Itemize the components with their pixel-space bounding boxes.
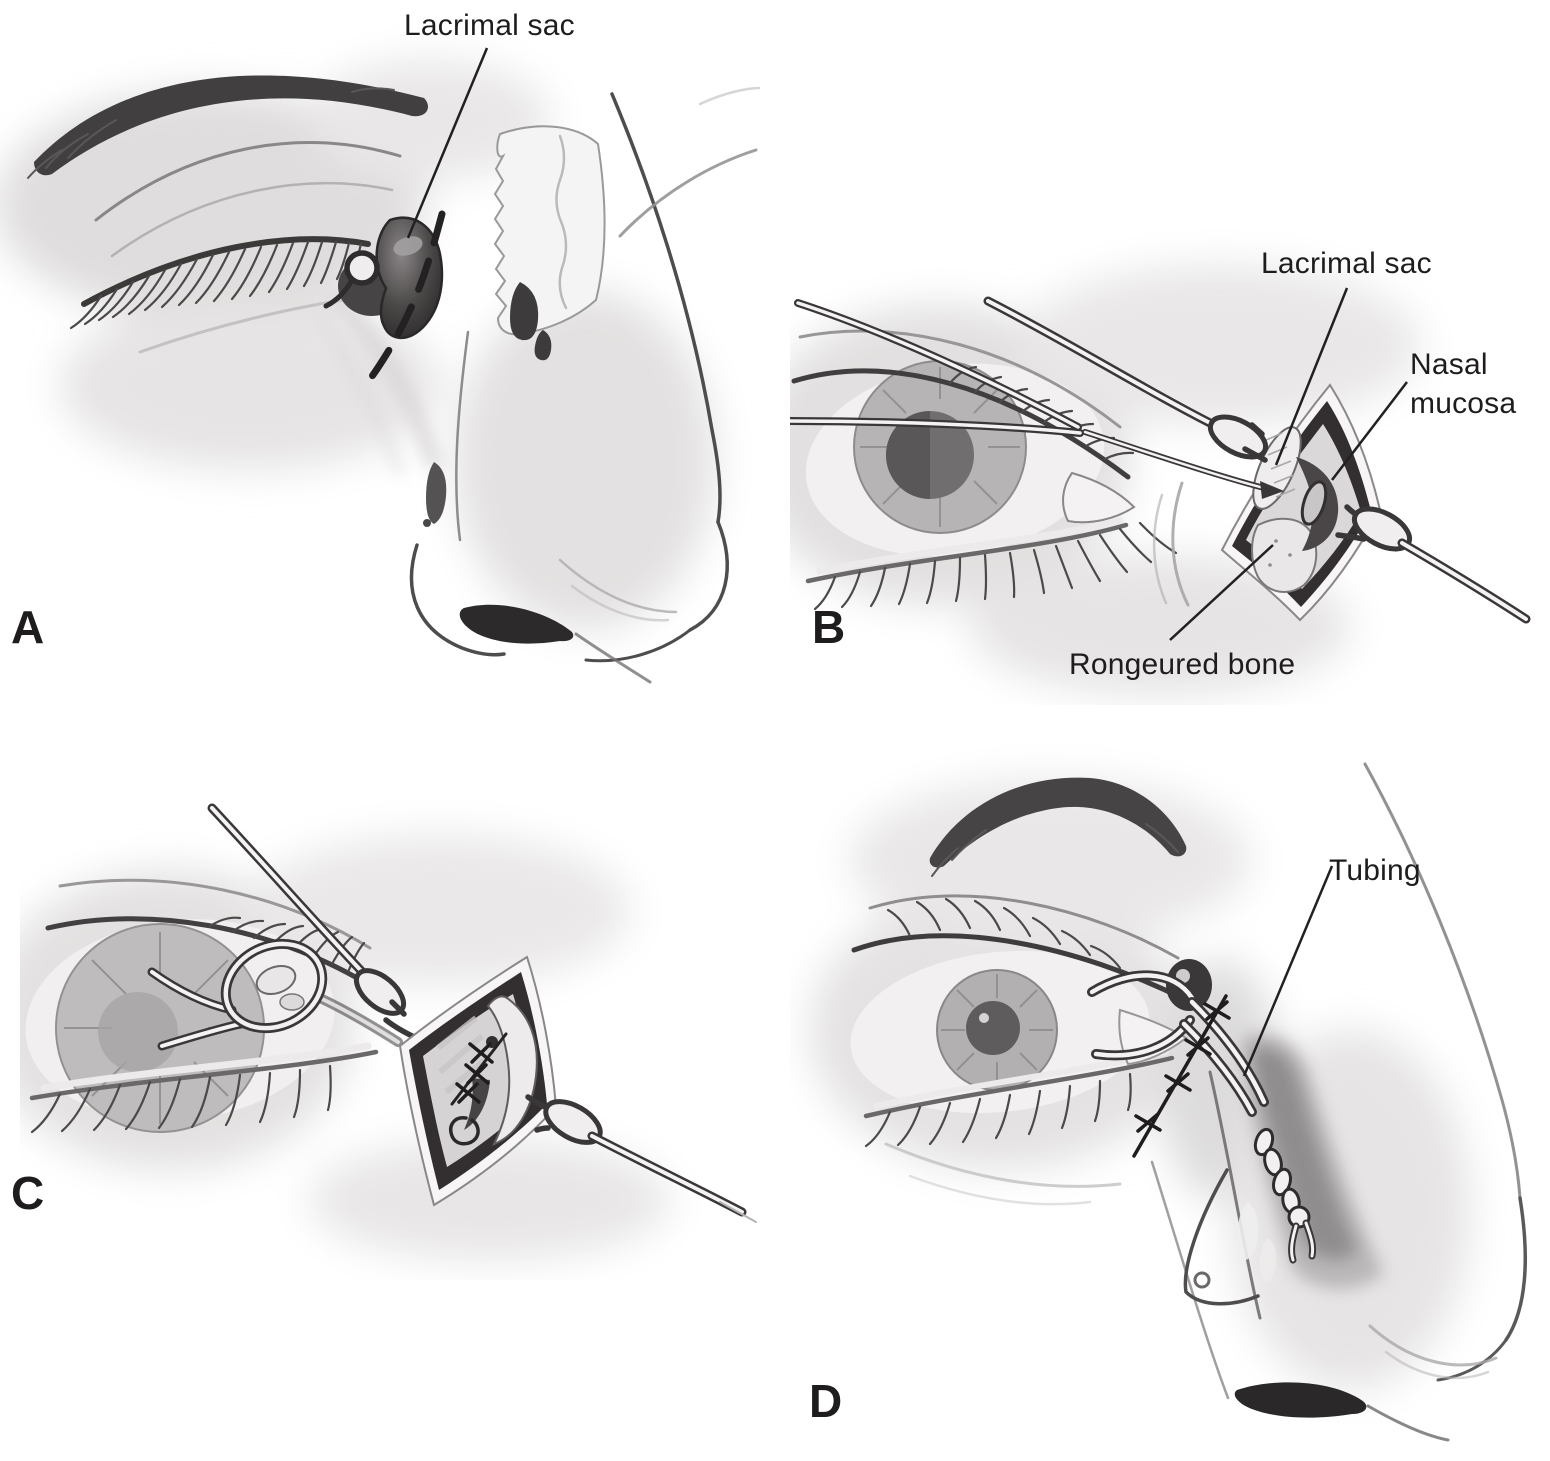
upper-lashes	[886, 897, 1122, 970]
rake-retractor-top	[983, 296, 1269, 463]
eyebrow	[929, 777, 1187, 877]
panel-letter-b: B	[812, 601, 846, 653]
lacrimal-sac-drawing	[323, 216, 444, 339]
pupil	[98, 992, 178, 1072]
alar-fold	[1183, 1168, 1260, 1306]
eye	[850, 894, 1188, 1119]
closed-eyelid	[81, 236, 371, 307]
panel-c-illustration	[20, 803, 757, 1260]
rake-retractor-bottom	[1335, 504, 1531, 624]
leader-b-rongeured-bone	[1169, 544, 1274, 641]
incision	[398, 955, 558, 1207]
nostril	[459, 604, 574, 644]
panel-letter-c: C	[11, 1167, 45, 1219]
panel-b	[790, 225, 1550, 705]
leader-d-tubing	[1242, 865, 1334, 1077]
label-b-nasal-mucosa: Nasal mucosa	[1410, 348, 1517, 420]
eyelashes	[69, 240, 363, 330]
lower-lashes	[864, 1072, 1132, 1148]
lower-eyelid	[863, 1055, 1175, 1119]
pupil	[966, 1001, 1020, 1055]
panel-letter-d: D	[809, 1375, 843, 1427]
leader-a-lacrimal-sac	[406, 47, 489, 239]
tubing-knot	[1253, 1127, 1311, 1229]
eyebrow	[27, 75, 428, 179]
lower-eyelid	[805, 522, 1129, 584]
panel-d	[790, 740, 1550, 1461]
dashed-incision-line	[364, 210, 446, 386]
nostril	[1234, 1382, 1367, 1418]
lower-eyelid	[29, 1049, 379, 1101]
nose	[409, 92, 729, 684]
panel-a	[0, 0, 760, 700]
panel-letter-a: A	[11, 601, 45, 653]
suture-x-marks	[1134, 1000, 1231, 1133]
flap-curl	[449, 1116, 480, 1146]
rake-retractor-top	[207, 803, 421, 1042]
lacrimal-probes	[790, 299, 1284, 499]
tubing-tails	[1288, 1219, 1317, 1264]
rake-retractor-bottom	[525, 1094, 757, 1223]
upper-lid-crease	[94, 141, 402, 222]
lower-lashes	[813, 521, 1178, 611]
leader-b-nasal-mucosa	[1331, 381, 1408, 481]
suture-x-marks	[455, 1042, 494, 1104]
label-d-tubing: Tubing	[1329, 854, 1421, 887]
sutured-flap	[486, 995, 538, 1146]
nose	[1150, 762, 1527, 1442]
leader-b-lacrimal-sac	[1274, 287, 1349, 466]
loop-retractor	[147, 938, 328, 1051]
label-a-lacrimal-sac: Lacrimal sac	[404, 9, 575, 42]
silicone-tubing	[1087, 970, 1269, 1117]
panel-a-illustration	[0, 60, 760, 684]
canaliculus-loop	[344, 250, 380, 286]
maxillary-bone	[493, 125, 606, 336]
label-b-rongeured-bone: Rongeured bone	[1069, 648, 1296, 681]
eye	[791, 329, 1136, 584]
label-b-lacrimal-sac: Lacrimal sac	[1261, 247, 1432, 280]
eye	[25, 878, 379, 1133]
nasal-mucosa-area	[1296, 457, 1339, 551]
panel-d-illustration	[810, 762, 1527, 1442]
lower-lashes	[30, 1064, 332, 1134]
panel-b-illustration	[790, 265, 1531, 695]
suture-line	[450, 1032, 508, 1106]
panel-c	[20, 780, 760, 1280]
cheek-streaks	[313, 292, 442, 477]
sutured-incision	[1132, 994, 1231, 1158]
medial-canthus	[1062, 471, 1136, 524]
